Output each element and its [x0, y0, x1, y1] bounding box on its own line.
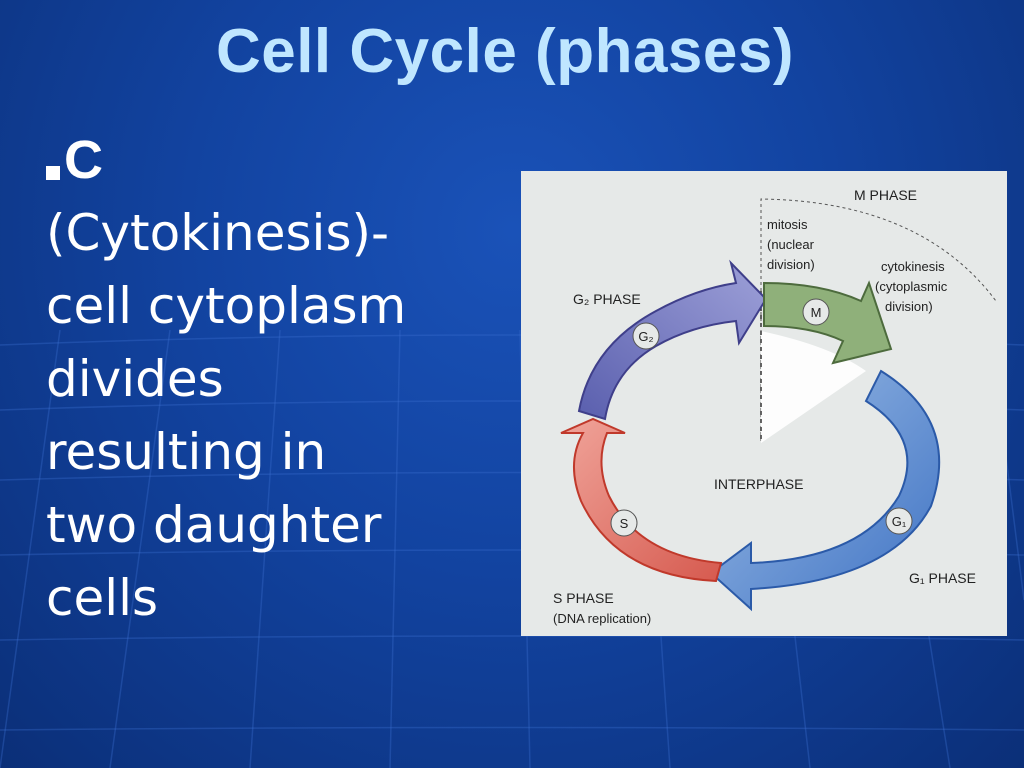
m-badge-label: M	[811, 305, 822, 320]
s-badge-label: S	[620, 516, 629, 531]
bullet-line: cells	[46, 562, 516, 635]
bullet-line: divides	[46, 343, 516, 416]
slide-title: Cell Cycle (phases)	[0, 14, 1010, 90]
mitosis-label: (nuclear	[767, 237, 815, 252]
bullet-line: (Cytokinesis)-	[46, 197, 516, 270]
mitosis-label: division)	[767, 257, 815, 272]
bullet-point: C (Cytokinesis)- cell cytoplasm divides …	[46, 124, 516, 635]
s-phase-label: S PHASE	[553, 590, 614, 606]
interphase-label: INTERPHASE	[714, 476, 803, 492]
g2-phase-label: G₂ PHASE	[573, 291, 641, 307]
bullet-letter: C	[64, 124, 103, 197]
bullet-line: two daughter	[46, 489, 516, 562]
g2-badge-label: G₂	[638, 329, 653, 344]
s-phase-sublabel: (DNA replication)	[553, 611, 651, 626]
cytokinesis-label: cytokinesis	[881, 259, 945, 274]
g1-badge-label: G₁	[892, 514, 907, 529]
cell-cycle-diagram: G₂ M S G₁ M PHASE mitosis (nuclear divis…	[521, 171, 1007, 636]
bullet-line: resulting in	[46, 416, 516, 489]
g1-phase-label: G₁ PHASE	[909, 570, 976, 586]
bullet-square-icon	[46, 166, 60, 180]
cytokinesis-label: (cytoplasmic	[875, 279, 948, 294]
mitosis-label: mitosis	[767, 217, 808, 232]
m-phase-label: M PHASE	[854, 187, 917, 203]
cytokinesis-label: division)	[885, 299, 933, 314]
bullet-line: cell cytoplasm	[46, 270, 516, 343]
